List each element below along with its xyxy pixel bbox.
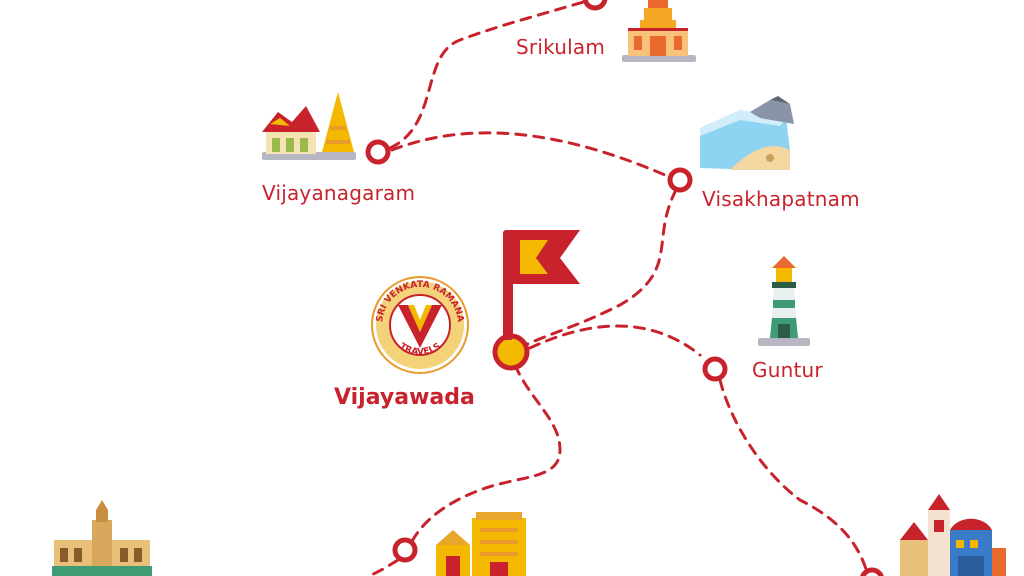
marker-visakhapatnam[interactable] xyxy=(667,167,693,193)
svg-text:TRAVELS: TRAVELS xyxy=(397,342,442,358)
cathedral-icon xyxy=(900,494,1006,576)
city-label-vijayanagaram[interactable]: Vijayanagaram xyxy=(262,181,416,205)
city-label-srikulam[interactable]: Srikulam xyxy=(516,35,606,59)
logo-bottom-text: TRAVELS xyxy=(397,342,442,358)
palace-pagoda-icon xyxy=(262,92,356,160)
palace-icon xyxy=(52,500,152,576)
route-vijayanagaram-visakhapatnam xyxy=(390,131,667,177)
beach-icon xyxy=(700,96,794,170)
hub-label-vijayawada[interactable]: Vijayawada xyxy=(334,385,475,410)
route-markers xyxy=(365,0,884,576)
city-label-visakhapatnam[interactable]: Visakhapatnam xyxy=(702,187,860,211)
route-vijayanagaram-srikulam xyxy=(388,0,592,150)
lighthouse-icon xyxy=(758,256,810,346)
route-south-west xyxy=(366,558,400,576)
route-vijayawada-south xyxy=(408,363,562,547)
route-visakhapatnam-vijayawada xyxy=(523,188,678,347)
temple-gopuram-icon xyxy=(622,0,696,62)
marker-srikulam[interactable] xyxy=(582,0,608,11)
route-lines xyxy=(366,0,870,576)
city-label-guntur[interactable]: Guntur xyxy=(752,358,823,382)
hub-marker[interactable] xyxy=(492,333,530,371)
marker-guntur[interactable] xyxy=(702,356,728,382)
marker-south-east[interactable] xyxy=(860,567,884,576)
marker-vijayanagaram[interactable] xyxy=(365,139,391,165)
temple-gopuram-icon xyxy=(436,512,526,576)
company-logo: SRI VENKATA RAMANA TRAVELS xyxy=(371,276,469,374)
route-guntur-south xyxy=(718,378,870,576)
marker-south-temple[interactable] xyxy=(392,537,418,563)
route-vijayawada-guntur xyxy=(528,324,702,357)
flag-icon xyxy=(503,230,580,340)
